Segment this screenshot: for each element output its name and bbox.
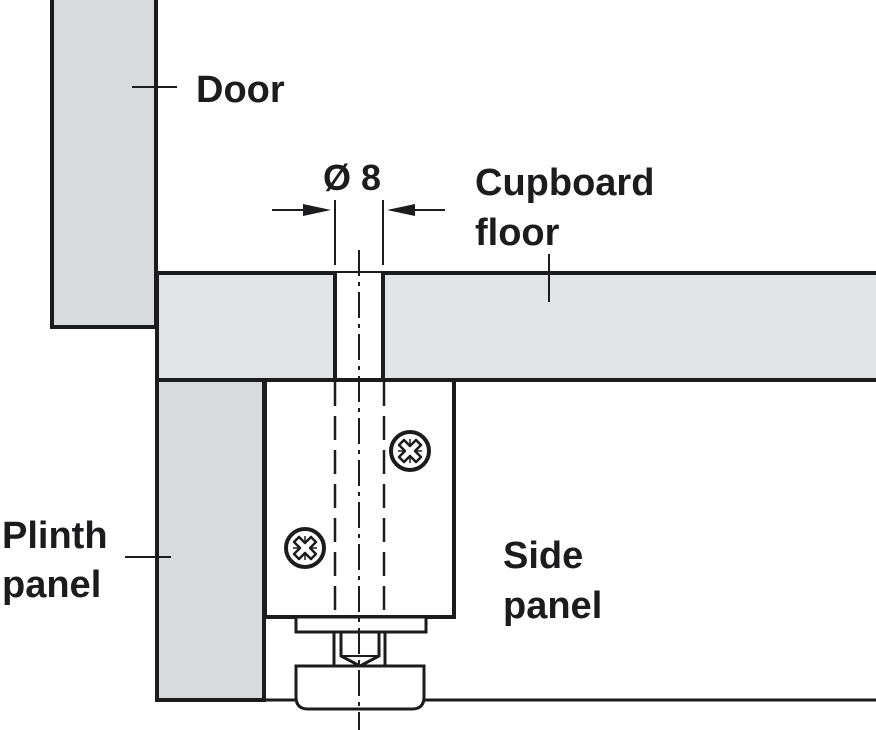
plinth-panel-label-line2: panel [2,564,101,606]
base-plate [294,615,428,634]
door-panel [50,0,158,329]
phillips-screw-head-icon [389,430,431,472]
plinth-panel [155,378,266,702]
leveller-housing [263,378,456,619]
plinth-panel-label-line1: Plinth [2,515,108,557]
side-panel-label-line1: Side [503,535,583,577]
arrow-left-icon [387,204,415,216]
door-label: Door [196,69,285,111]
cupboard-floor-panel [157,273,876,380]
arrow-right-icon [303,204,331,216]
cupboard-floor-label-line2: floor [475,212,560,254]
diameter-dimension-label: Ø 8 [323,157,381,198]
phillips-screw-head-icon [284,527,326,569]
cupboard-floor-label-line1: Cupboard [475,162,654,204]
side-panel-label-line2: panel [503,585,602,627]
